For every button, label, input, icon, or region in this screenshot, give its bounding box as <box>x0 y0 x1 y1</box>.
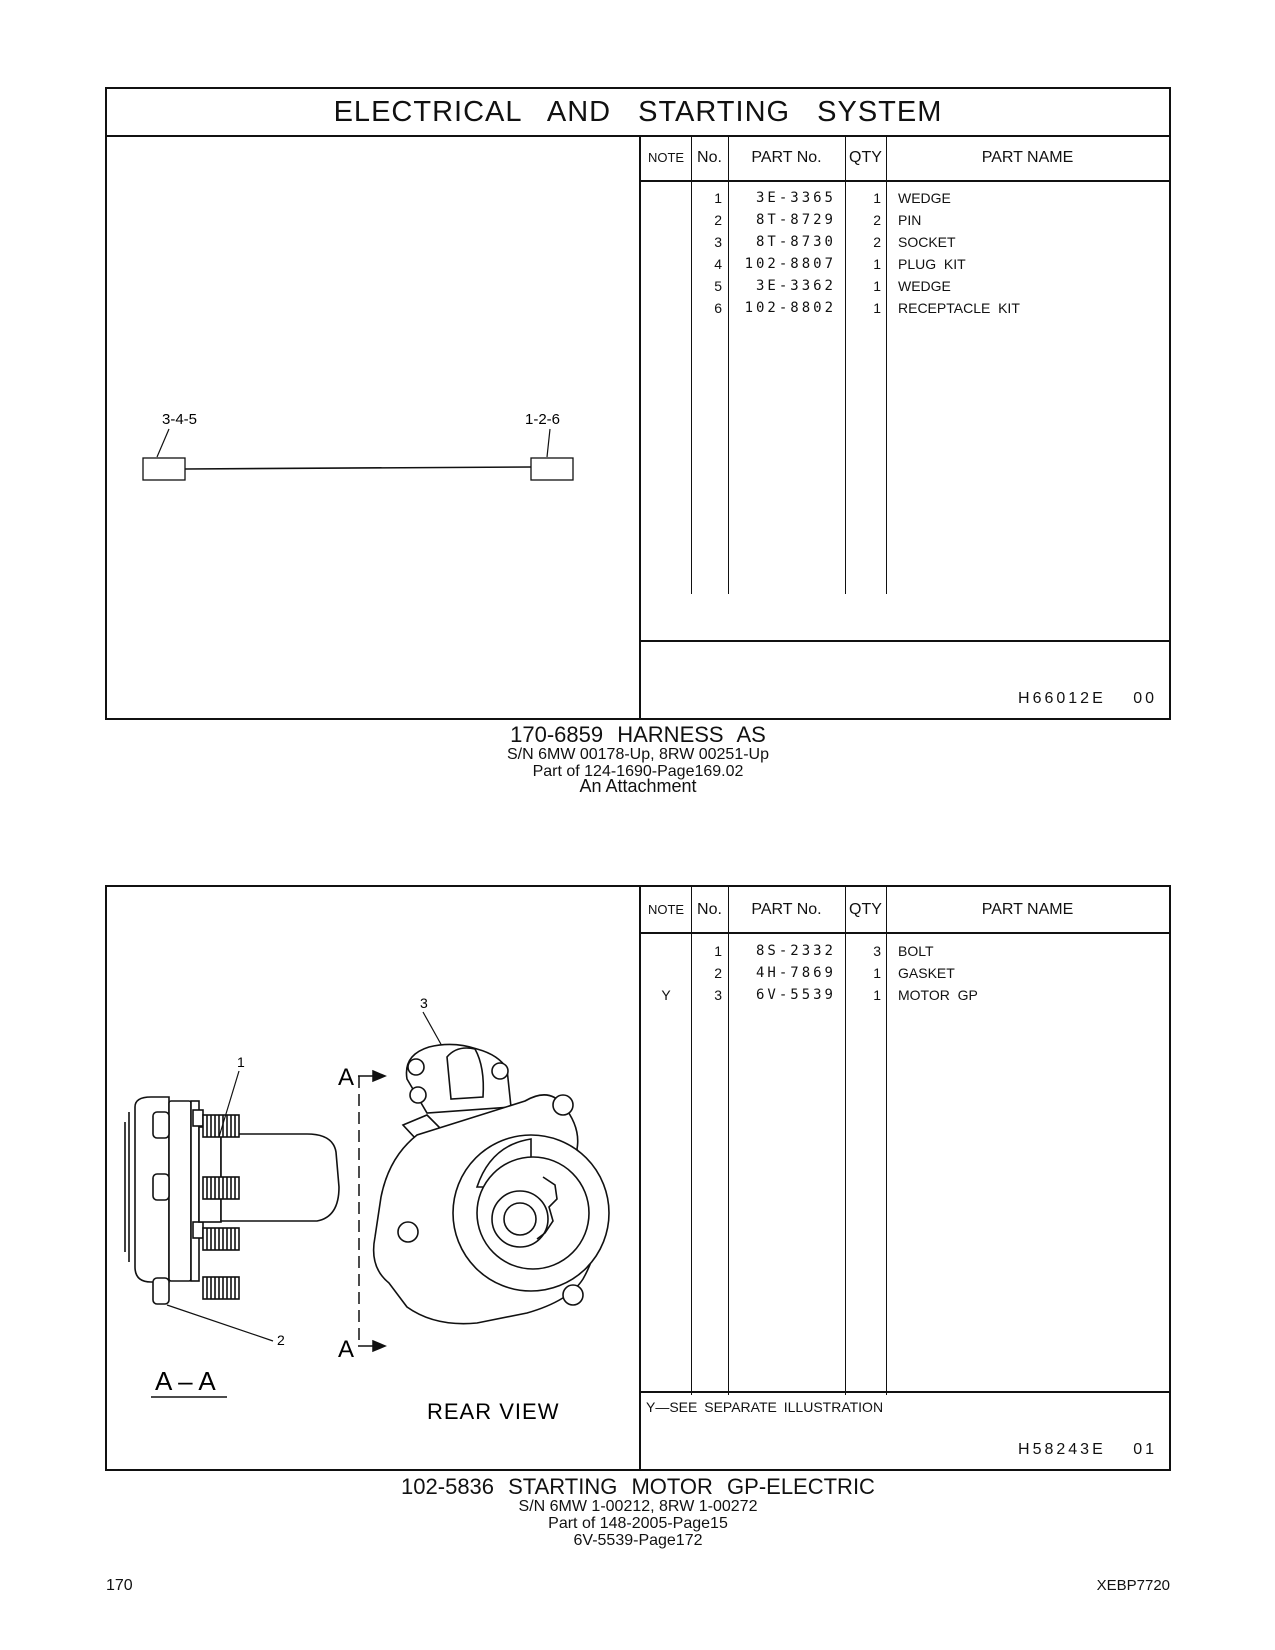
starter-caption: 102-5836 STARTING MOTOR GP-ELECTRIC S/N … <box>105 1474 1171 1550</box>
table-row: 5 3E-3362 1 WEDGE <box>641 275 1169 297</box>
row-part-no: 8S-2332 <box>755 943 836 959</box>
harness-wire <box>184 466 532 470</box>
caption-title: 102-5836 STARTING MOTOR GP-ELECTRIC <box>401 1474 875 1499</box>
row-part-no: 102-8802 <box>744 300 836 316</box>
header-note: NOTE <box>647 150 685 165</box>
row-part-name: WEDGE <box>898 190 951 206</box>
header-qty: QTY <box>849 901 882 918</box>
row-no: 3 <box>714 234 722 250</box>
row-qty: 1 <box>873 256 881 272</box>
row-qty: 2 <box>873 212 881 228</box>
caption-part-of: Part of 148-2005-Page15 <box>548 1515 728 1532</box>
row-part-name: PLUG KIT <box>898 256 966 272</box>
row-part-no: 6V-5539 <box>755 987 836 1003</box>
header-no: No. <box>697 149 722 166</box>
harness-parts-table: NOTE No. PART No. QTY PART NAME 1 3E-336… <box>639 135 1169 718</box>
harness-parts-frame: ELECTRICAL AND STARTING SYSTEM 3-4-5 1-2… <box>105 87 1171 720</box>
footnote: Y—SEE SEPARATE ILLUSTRATION <box>646 1399 884 1415</box>
table-header: NOTE No. PART No. QTY PART NAME <box>641 135 1169 182</box>
table-header: NOTE No. PART No. QTY PART NAME <box>641 887 1169 934</box>
row-no: 6 <box>714 300 722 316</box>
caption-title: 170-6859 HARNESS AS <box>510 722 766 747</box>
row-part-name: RECEPTACLE KIT <box>898 300 1020 316</box>
table-row: 1 8S-2332 3 BOLT <box>641 940 1169 962</box>
table-row: 2 4H-7869 1 GASKET <box>641 962 1169 984</box>
row-no: 1 <box>714 190 722 206</box>
illustration-code: H58243E 01 <box>1018 1441 1157 1458</box>
row-qty: 1 <box>873 190 881 206</box>
row-no: 2 <box>714 212 722 228</box>
row-part-name: GASKET <box>898 965 955 981</box>
section-arrow-top-label: A <box>338 1064 354 1091</box>
header-part-name: PART NAME <box>981 901 1074 918</box>
row-no: 5 <box>714 278 722 294</box>
harness-caption: 170-6859 HARNESS AS S/N 6MW 00178-Up, 8R… <box>105 722 1171 796</box>
caption-reference: 6V-5539-Page172 <box>573 1532 703 1549</box>
connector-plug <box>142 457 186 481</box>
caption-serial: S/N 6MW 00178-Up, 8RW 00251-Up <box>506 746 770 763</box>
callout-3: 3 <box>420 995 428 1011</box>
starter-illustration: 1 2 3 A – A A A <box>107 887 639 1469</box>
row-part-name: MOTOR GP <box>898 987 978 1003</box>
caption-serial: S/N 6MW 1-00212, 8RW 1-00272 <box>518 1498 758 1515</box>
row-qty: 2 <box>873 234 881 250</box>
callout-2: 2 <box>277 1332 285 1348</box>
section-title: ELECTRICAL AND STARTING SYSTEM <box>107 89 1169 137</box>
caption-attachment: An Attachment <box>579 776 697 796</box>
row-qty: 1 <box>873 300 881 316</box>
table-row: 4 102-8807 1 PLUG KIT <box>641 253 1169 275</box>
page-number: 170 <box>106 1577 133 1594</box>
row-part-no: 3E-3362 <box>755 278 836 294</box>
table-row: 3 8T-8730 2 SOCKET <box>641 231 1169 253</box>
table-row: 2 8T-8729 2 PIN <box>641 209 1169 231</box>
row-part-name: BOLT <box>898 943 934 959</box>
row-qty: 1 <box>873 987 881 1003</box>
rear-view-label: REAR VIEW <box>427 1399 559 1424</box>
row-qty: 1 <box>873 965 881 981</box>
row-part-no: 3E-3365 <box>755 190 836 206</box>
row-qty: 1 <box>873 278 881 294</box>
side-view-drawing <box>124 1096 340 1305</box>
row-part-name: WEDGE <box>898 278 951 294</box>
connector-receptacle <box>530 457 574 481</box>
header-note: NOTE <box>647 902 685 917</box>
harness-label-right: 1-2-6 <box>525 411 560 428</box>
row-no: 4 <box>714 256 722 272</box>
row-part-no: 8T-8729 <box>755 212 836 228</box>
header-no: No. <box>697 901 722 918</box>
row-part-name: PIN <box>898 212 922 228</box>
row-part-no: 4H-7869 <box>755 965 836 981</box>
table-footer: H66012E 00 <box>641 640 1169 718</box>
section-label: A – A <box>155 1366 216 1396</box>
rear-view-drawing <box>372 1043 610 1325</box>
harness-illustration: 3-4-5 1-2-6 <box>107 135 639 718</box>
starter-parts-table: NOTE No. PART No. QTY PART NAME 1 8S-233… <box>639 887 1169 1469</box>
caption-part-of: Part of 124-1690-Page169.02 <box>532 763 744 780</box>
header-part-no: PART No. <box>751 149 822 166</box>
row-part-no: 8T-8730 <box>755 234 836 250</box>
row-no: 1 <box>714 943 722 959</box>
row-part-no: 102-8807 <box>744 256 836 272</box>
section-arrow-bottom-label: A <box>338 1336 354 1363</box>
row-no: 2 <box>714 965 722 981</box>
row-qty: 3 <box>873 943 881 959</box>
row-no: 3 <box>714 987 722 1003</box>
illustration-code: H66012E 00 <box>1018 690 1157 707</box>
callout-1: 1 <box>237 1054 245 1070</box>
header-part-name: PART NAME <box>981 149 1074 166</box>
starter-parts-frame: 1 2 3 A – A A A <box>105 885 1171 1471</box>
row-part-name: SOCKET <box>898 234 956 250</box>
table-row: 6 102-8802 1 RECEPTACLE KIT <box>641 297 1169 319</box>
table-row: Y 3 6V-5539 1 MOTOR GP <box>641 984 1169 1006</box>
table-footer: Y—SEE SEPARATE ILLUSTRATION H58243E 01 <box>641 1391 1169 1469</box>
row-note: Y <box>661 987 671 1003</box>
harness-label-left: 3-4-5 <box>162 411 197 428</box>
header-part-no: PART No. <box>751 901 822 918</box>
table-row: 1 3E-3365 1 WEDGE <box>641 187 1169 209</box>
header-qty: QTY <box>849 149 882 166</box>
document-id: XEBP7720 <box>1096 1577 1170 1594</box>
